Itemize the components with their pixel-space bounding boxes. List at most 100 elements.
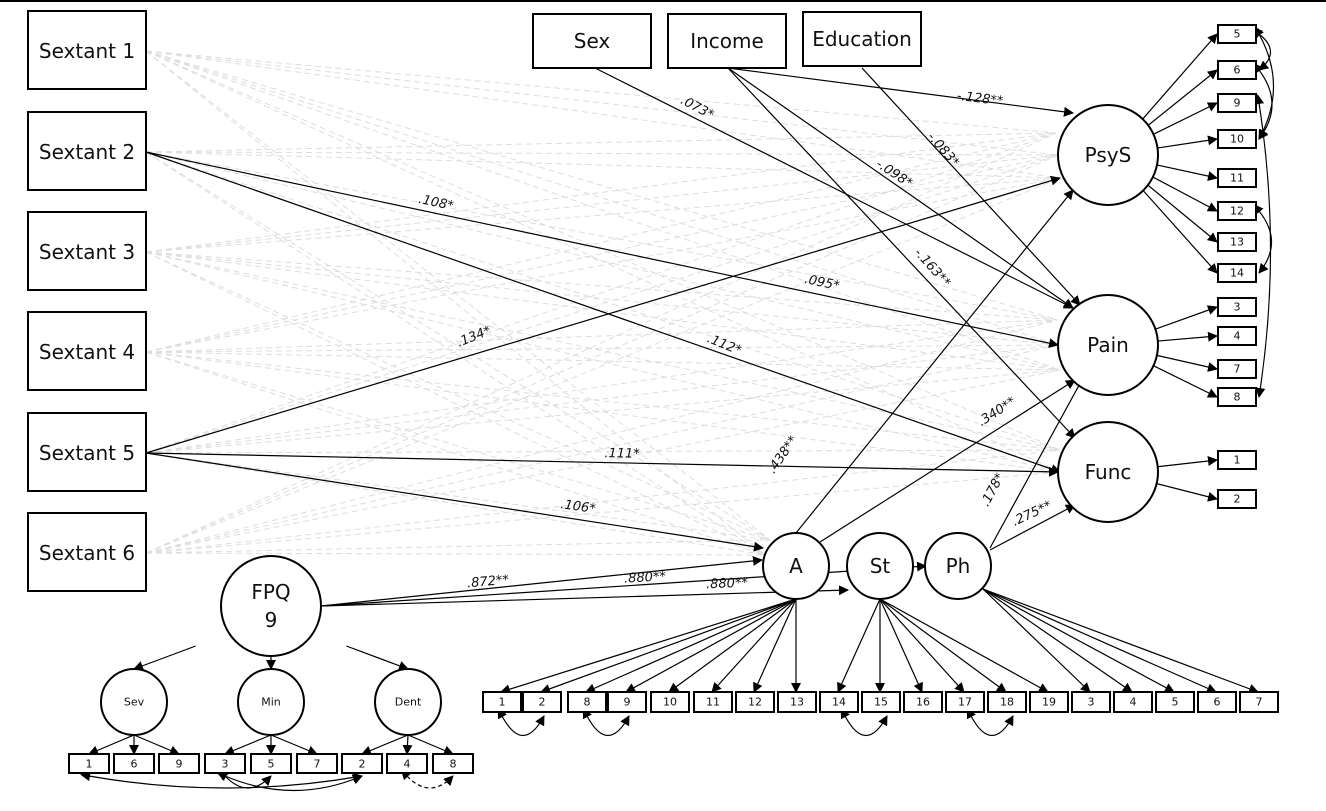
- nonsignificant-path: [145, 50, 1057, 134]
- loading-path: [879, 598, 923, 693]
- indicator-label: 7: [1256, 696, 1263, 709]
- loading-path: [133, 734, 180, 756]
- indicator-label: 1: [499, 696, 506, 709]
- path-coefficient: .178*: [978, 470, 1008, 509]
- indicator-box: [1239, 691, 1279, 713]
- indicator-label: 2: [1234, 493, 1241, 506]
- indicator-box: [819, 691, 859, 713]
- indicator-box: [650, 691, 690, 713]
- error-covariance: [216, 771, 363, 792]
- indicator-box: [1217, 359, 1257, 379]
- path-coefficient: .111*: [604, 446, 640, 462]
- structural-path: [819, 379, 1076, 543]
- nonsignificant-path: [145, 154, 1059, 554]
- nonsignificant-path: [145, 50, 1061, 473]
- nonsignificant-path: [145, 351, 766, 556]
- loading-path: [982, 588, 1133, 693]
- indicator-box: [1217, 326, 1257, 346]
- latent-label: Pain: [1087, 333, 1129, 357]
- indicator-label: 10: [663, 696, 677, 709]
- sextant-box: [27, 111, 147, 191]
- error-covariance: [1253, 203, 1272, 274]
- indicator-label: 5: [1234, 28, 1241, 41]
- loading-path: [1142, 189, 1218, 274]
- indicator-label: 4: [404, 758, 411, 771]
- error-covariance: [966, 708, 1014, 736]
- indicator-box: [250, 753, 292, 774]
- indicator-label: 7: [1234, 363, 1241, 376]
- nonsignificant-path: [145, 251, 771, 541]
- indicator-label: 17: [958, 696, 972, 709]
- indicator-label: 7: [314, 758, 321, 771]
- structural-path: [989, 504, 1076, 551]
- latent-label: Dent: [395, 696, 422, 709]
- top-border: [0, 0, 1326, 2]
- loading-path: [982, 588, 1175, 693]
- fpq-label: 9: [265, 608, 278, 632]
- indicator-box: [945, 691, 985, 713]
- nonsignificant-path: [145, 344, 1059, 353]
- error-covariance-dashed: [400, 769, 454, 789]
- nonsignificant-path: [145, 449, 1061, 554]
- latent-func: [1057, 421, 1159, 523]
- sextant-label: Sextant 6: [39, 541, 135, 565]
- path-coefficient: .106*: [559, 497, 597, 517]
- indicator-box: [1217, 93, 1257, 113]
- sextant-box: [27, 512, 147, 592]
- path-coefficient: .438**: [765, 433, 802, 476]
- indicator-label: 1: [1234, 454, 1241, 467]
- nonsignificant-path: [145, 50, 1061, 179]
- structural-path: [145, 151, 1061, 474]
- loading-path: [540, 598, 797, 694]
- nonsignificant-path: [145, 251, 766, 556]
- nonsignificant-path: [145, 132, 1057, 554]
- loading-path: [625, 598, 797, 693]
- indicator-box: [341, 753, 383, 774]
- nonsignificant-path: [145, 552, 766, 556]
- latent-label: A: [789, 554, 803, 578]
- sextant-label: Sextant 4: [39, 340, 135, 364]
- nonsignificant-path: [145, 251, 1059, 346]
- indicator-label: 19: [1042, 696, 1056, 709]
- nonsignificant-path: [145, 177, 1061, 554]
- nonsignificant-path: [145, 177, 1061, 353]
- indicator-box: [482, 691, 522, 713]
- indicator-box: [987, 691, 1027, 713]
- loading-path: [1142, 33, 1218, 120]
- structural-path: [145, 175, 1061, 454]
- nonsignificant-path: [145, 369, 1061, 554]
- indicator-box: [1217, 201, 1257, 221]
- nonsignificant-path: [145, 251, 1059, 321]
- path-coefficient: .095*: [803, 272, 841, 294]
- demographic-box: [667, 13, 787, 69]
- indicator-label: 4: [1234, 330, 1241, 343]
- indicator-label: 9: [624, 696, 631, 709]
- structural-path: [320, 585, 849, 607]
- indicator-box: [567, 691, 607, 713]
- path-coefficient: .340**: [975, 394, 1019, 430]
- indicator-label: 13: [1230, 236, 1244, 249]
- path-coefficient: -.098*: [873, 157, 915, 192]
- loading-path: [402, 734, 413, 755]
- indicator-box: [1217, 24, 1257, 44]
- indicator-label: 2: [359, 758, 366, 771]
- latent-psys: [1057, 104, 1159, 206]
- loading-path: [982, 588, 1259, 694]
- loading-path: [270, 734, 318, 756]
- nonsignificant-path: [145, 151, 1061, 179]
- path-coefficient: .872**: [466, 573, 510, 592]
- loading-path: [1142, 180, 1218, 243]
- structural-path: [727, 67, 1074, 309]
- path-coefficient: .108*: [417, 192, 455, 214]
- nonsignificant-path: [145, 132, 1057, 454]
- indicator-box: [1217, 450, 1257, 470]
- latent-sev: [100, 668, 168, 736]
- nonsignificant-path: [145, 50, 1059, 321]
- demographic-box: [532, 13, 652, 69]
- demographic-label: Income: [690, 29, 764, 53]
- error-covariance: [1254, 26, 1274, 140]
- loading-path: [879, 598, 1007, 693]
- latent-label: Func: [1085, 460, 1132, 484]
- nonsignificant-path: [145, 351, 771, 541]
